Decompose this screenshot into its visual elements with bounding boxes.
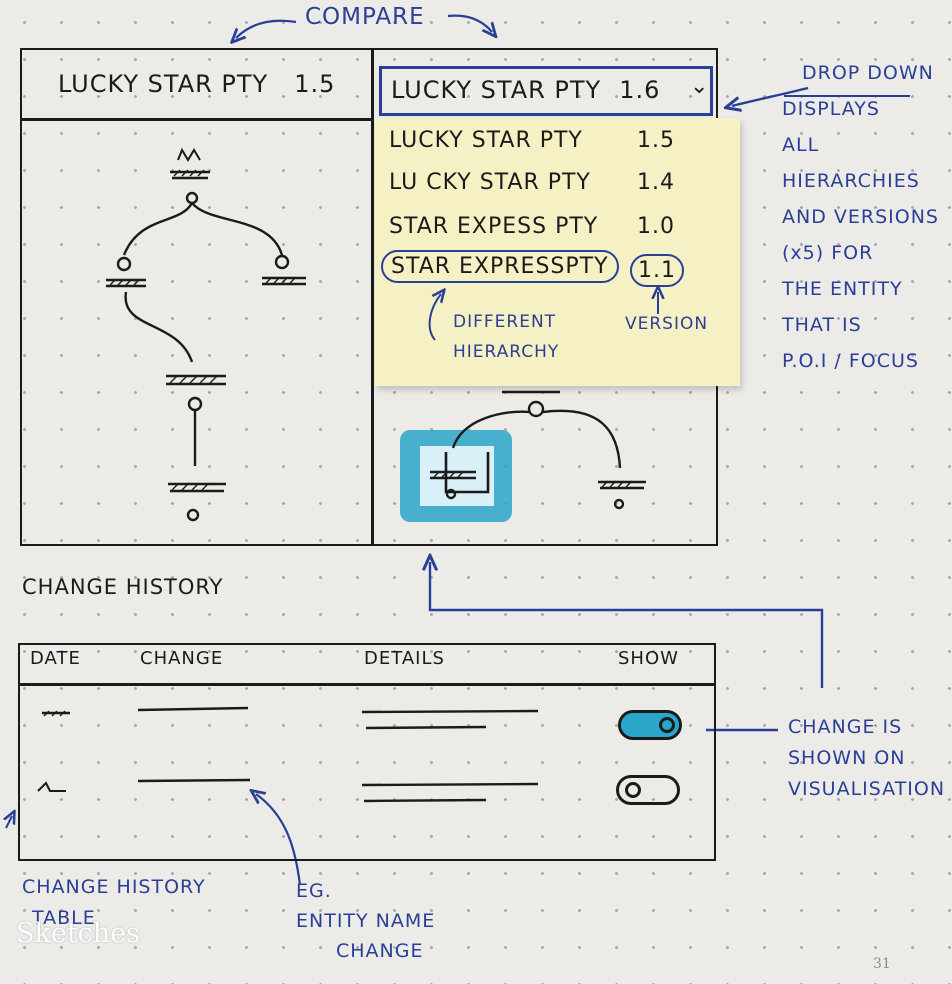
annotation-line: TABLE xyxy=(32,907,96,929)
option-name: LU CKY STAR PTY xyxy=(389,170,591,195)
change-history-title: CHANGE HISTORY xyxy=(22,575,224,599)
right-hierarchy-tree xyxy=(400,390,646,522)
column-header-show: SHOW xyxy=(618,648,679,669)
example-arrow xyxy=(256,794,302,886)
left-panel-version: 1.5 xyxy=(294,70,336,98)
annotation-line: P.O.I / FOCUS xyxy=(782,350,919,372)
toggle-knob xyxy=(659,717,675,733)
dropdown-selected: LUCKY STAR PTY 1.6 xyxy=(391,76,660,104)
annotation-line: CHANGE HISTORY xyxy=(22,876,206,898)
watermark: Sketches xyxy=(16,918,141,949)
annotation-line: EG. xyxy=(296,880,332,902)
dropdown-option[interactable]: STAR EXPESS PTY 1.0 xyxy=(389,214,674,239)
left-panel-name: LUCKY STAR PTY xyxy=(58,70,269,98)
note-version: VERSION xyxy=(625,314,709,334)
table-content-lines xyxy=(37,706,539,803)
option-version: 1.4 xyxy=(637,170,675,195)
annotation-line: (x5) FOR xyxy=(782,242,874,264)
option-name: STAR EXPESS PTY xyxy=(389,214,599,239)
column-header-date: DATE xyxy=(30,648,81,669)
compare-label: COMPARE xyxy=(305,4,425,30)
annotation-line: VISUALISATION xyxy=(788,778,946,800)
chevron-down-icon[interactable]: ⌄ xyxy=(690,74,709,99)
column-header-details: DETAILS xyxy=(364,648,445,669)
annotation-line: THAT IS xyxy=(782,314,862,336)
annotation-line: HIERARCHIES xyxy=(782,170,920,192)
table-annotation: CHANGE HISTORY TABLE xyxy=(22,872,206,934)
dropdown-selected-version: 1.6 xyxy=(619,76,661,104)
frame-divider xyxy=(371,48,374,545)
dropdown-option[interactable]: LUCKY STAR PTY 1.5 xyxy=(389,128,674,153)
note-hierarchy-1: DIFFERENT xyxy=(453,312,557,332)
option-version: 1.0 xyxy=(637,214,675,239)
dropdown-menu: LUCKY STAR PTY 1.5 LU CKY STAR PTY 1.4 S… xyxy=(375,118,740,386)
left-hierarchy-tree xyxy=(106,147,306,522)
table-header-divider xyxy=(18,683,716,686)
toggle-knob xyxy=(625,782,641,798)
toggle-annotation: CHANGE IS SHOWN ON VISUALISATION xyxy=(788,712,945,805)
annotation-line: DROP DOWN xyxy=(802,62,934,84)
annotation-line: ENTITY NAME xyxy=(296,910,436,932)
annotation-line: AND VERSIONS xyxy=(782,206,939,228)
table-arrow xyxy=(6,816,12,829)
option-version: 1.5 xyxy=(637,128,675,153)
show-toggle-on[interactable] xyxy=(618,710,682,740)
compare-arrow-left xyxy=(236,19,297,38)
annotation-line: DISPLAYS xyxy=(782,98,880,120)
sticky-arrows xyxy=(428,118,740,341)
annotation-line: CHANGE xyxy=(336,940,424,962)
option-name: LUCKY STAR PTY xyxy=(389,128,583,153)
left-header-divider xyxy=(20,118,374,121)
annotation-line: SHOWN ON xyxy=(788,747,906,769)
left-panel-title: LUCKY STAR PTY 1.5 xyxy=(58,70,335,98)
dropdown-annotation-arrow xyxy=(732,86,809,106)
option-name-highlighted: STAR EXPRESSPTY xyxy=(381,250,619,283)
page-number: 31 xyxy=(873,956,891,972)
note-hierarchy-2: HIERARCHY xyxy=(453,342,560,362)
column-header-change: CHANGE xyxy=(140,648,224,669)
annotation-line: THE ENTITY xyxy=(782,278,903,300)
dropdown-option[interactable]: LU CKY STAR PTY 1.4 xyxy=(389,170,674,195)
visualisation-link-arrow xyxy=(430,562,824,688)
change-history-table xyxy=(18,643,716,861)
version-dropdown[interactable] xyxy=(379,66,713,116)
show-toggle-off[interactable] xyxy=(616,775,680,805)
annotation-line: CHANGE IS xyxy=(788,716,903,738)
example-annotation: EG. ENTITY NAME CHANGE xyxy=(296,876,435,966)
compare-arrow-right xyxy=(447,14,492,32)
annotation-line: ALL xyxy=(782,134,820,156)
dropdown-annotation: DROP DOWN DISPLAYS ALL HIERARCHIES AND V… xyxy=(782,55,939,379)
dropdown-selected-name: LUCKY STAR PTY xyxy=(391,76,602,104)
